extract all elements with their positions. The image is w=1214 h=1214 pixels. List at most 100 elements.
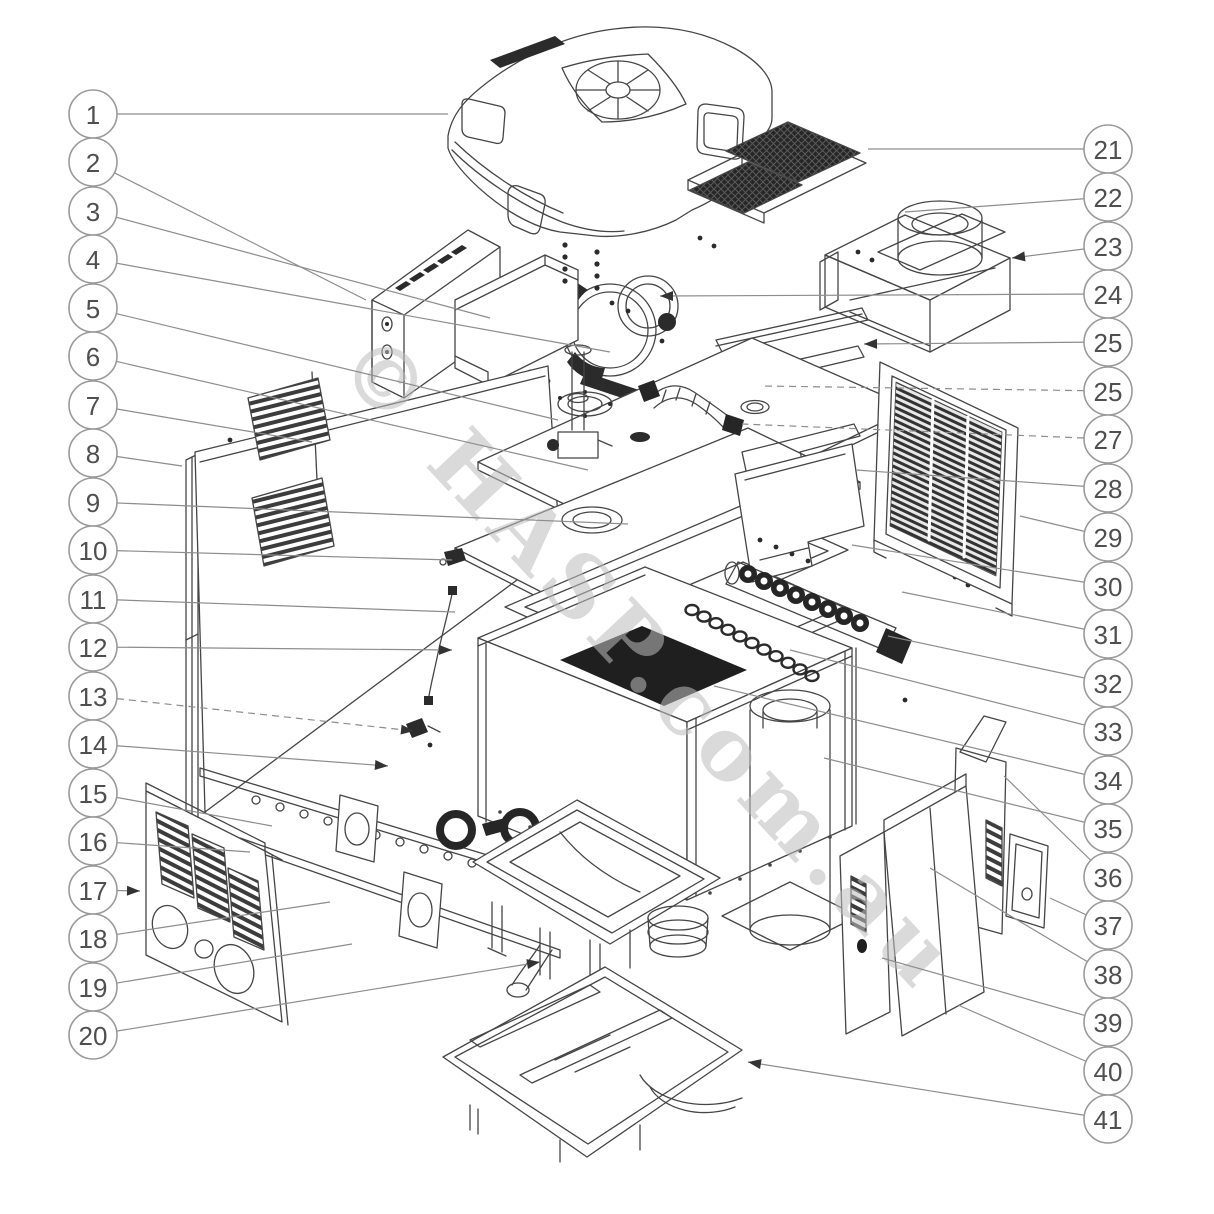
left-side-panel — [194, 365, 561, 813]
callout-number-16-left15: 16 — [79, 827, 108, 857]
callout-balloon-31-right10 — [1083, 609, 1133, 659]
leader-line-9-left8 — [92, 501, 629, 525]
leader-line-12-left11 — [92, 646, 453, 651]
callout-balloon-14-left13 — [68, 719, 118, 769]
callout-balloon-39-right18 — [1083, 997, 1133, 1047]
leader-line-31-right10 — [901, 591, 1109, 635]
callout-balloon-2-left1 — [68, 137, 118, 187]
callout-balloon-18-left17 — [68, 913, 118, 963]
sensor — [439, 548, 466, 566]
callout-number-23-right2: 23 — [1094, 232, 1123, 262]
callout-number-25-right5: 25 — [1094, 377, 1123, 407]
callout-number-17-left16: 17 — [79, 876, 108, 906]
leader-line-7-left6 — [92, 404, 313, 443]
leader-arrow-17 — [126, 885, 140, 896]
callout-balloon-29-right8 — [1083, 512, 1133, 562]
leader-arrow-14 — [374, 760, 388, 771]
callout-layer: 1234567891011121314151617181920212223242… — [68, 89, 1133, 1144]
leader-line-6-left5 — [92, 355, 589, 471]
igniter — [406, 718, 441, 738]
callout-number-6-left5: 6 — [86, 342, 100, 372]
leader-line-27-right6 — [741, 423, 1109, 440]
leader-line-25-right4 — [863, 341, 1109, 345]
vented-corner-panel — [839, 831, 891, 1035]
callout-number-5-left4: 5 — [86, 294, 100, 324]
right-louvered-panel — [873, 361, 1019, 617]
access-door — [1005, 833, 1049, 929]
callout-number-41-right20: 41 — [1094, 1105, 1123, 1135]
callout-number-9-left8: 9 — [86, 488, 100, 518]
callout-balloon-28-right7 — [1083, 463, 1133, 513]
leader-line-39-right18 — [881, 957, 1109, 1023]
callout-balloon-20-left19 — [68, 1010, 118, 1060]
leader-line-5-left4 — [92, 307, 559, 421]
leader-line-16-left15 — [92, 840, 251, 853]
callout-balloon-10-left9 — [68, 525, 118, 575]
callout-number-14-left13: 14 — [79, 730, 108, 760]
callout-number-29-right8: 29 — [1094, 523, 1123, 553]
burner-tray — [472, 799, 721, 998]
cover-handle-cutout-left — [507, 184, 546, 235]
callout-number-19-left18: 19 — [79, 973, 108, 1003]
angle-bracket-upper — [715, 307, 869, 353]
callout-number-18-left17: 18 — [79, 924, 108, 954]
leader-line-19-left18 — [92, 943, 353, 988]
flex-hose — [638, 380, 744, 436]
leader-line-28-right7 — [855, 469, 1109, 489]
leader-line-41-right20 — [747, 1061, 1109, 1120]
callout-balloon-22-right1 — [1083, 172, 1133, 222]
gasket-plate-2 — [398, 871, 443, 949]
callout-number-35-right14: 35 — [1094, 814, 1123, 844]
leader-line-13-left12 — [92, 695, 415, 732]
base-pan — [442, 966, 743, 1163]
gasket-plate-1 — [335, 794, 379, 863]
leader-arrow-13 — [400, 724, 414, 735]
callout-number-22-right1: 22 — [1094, 183, 1123, 213]
callout-balloon-27-right6 — [1083, 414, 1133, 464]
leader-arrow-20 — [526, 959, 540, 970]
top-grid-panel — [687, 121, 867, 224]
leader-line-40-right19 — [957, 1004, 1109, 1072]
callout-balloon-12-left11 — [68, 622, 118, 672]
gas-pipe-assembly — [547, 344, 613, 459]
leader-line-34-right13 — [713, 685, 1109, 781]
callout-number-24-right3: 24 — [1094, 280, 1123, 310]
leader-line-30-right9 — [851, 544, 1109, 587]
callout-balloon-4-left3 — [68, 234, 118, 284]
leader-arrow-12 — [438, 644, 452, 655]
leader-line-11-left10 — [92, 598, 456, 613]
callout-number-39-right18: 39 — [1094, 1008, 1123, 1038]
callout-number-21-right0: 21 — [1094, 135, 1123, 165]
leader-line-2-left1 — [92, 161, 367, 301]
callout-balloon-41-right20 — [1083, 1094, 1133, 1144]
callout-number-1-left0: 1 — [86, 100, 100, 130]
callout-number-25-right4: 25 — [1094, 328, 1123, 358]
leader-line-20-left19 — [92, 961, 541, 1036]
callout-number-37-right16: 37 — [1094, 911, 1123, 941]
callout-number-33-right12: 33 — [1094, 717, 1123, 747]
callout-number-28-right7: 28 — [1094, 474, 1123, 504]
leader-arrow-41 — [748, 1059, 762, 1069]
callout-number-30-right9: 30 — [1094, 572, 1123, 602]
callout-balloon-37-right16 — [1083, 900, 1133, 950]
top-plate — [477, 337, 913, 549]
leader-line-38-right17 — [929, 867, 1109, 975]
callout-number-8-left7: 8 — [86, 439, 100, 469]
callout-balloon-35-right14 — [1083, 803, 1133, 853]
leader-arrow-25 — [864, 338, 878, 349]
leader-line-35-right14 — [823, 757, 1109, 829]
venturi-ring-string — [684, 603, 820, 683]
callout-balloon-33-right12 — [1083, 706, 1133, 756]
control-box — [371, 229, 501, 399]
callout-number-20-left19: 20 — [79, 1021, 108, 1051]
leader-line-22-right1 — [904, 196, 1109, 213]
leader-line-25-right5 — [761, 385, 1109, 392]
callout-number-2-left1: 2 — [86, 148, 100, 178]
callout-balloon-6-left5 — [68, 331, 118, 381]
burner-manifold — [724, 537, 912, 664]
leader-line-33-right12 — [789, 649, 1109, 732]
leader-line-24-right3 — [659, 293, 1109, 297]
leader-line-4-left3 — [92, 258, 611, 353]
leader-line-32-right11 — [887, 635, 1109, 684]
